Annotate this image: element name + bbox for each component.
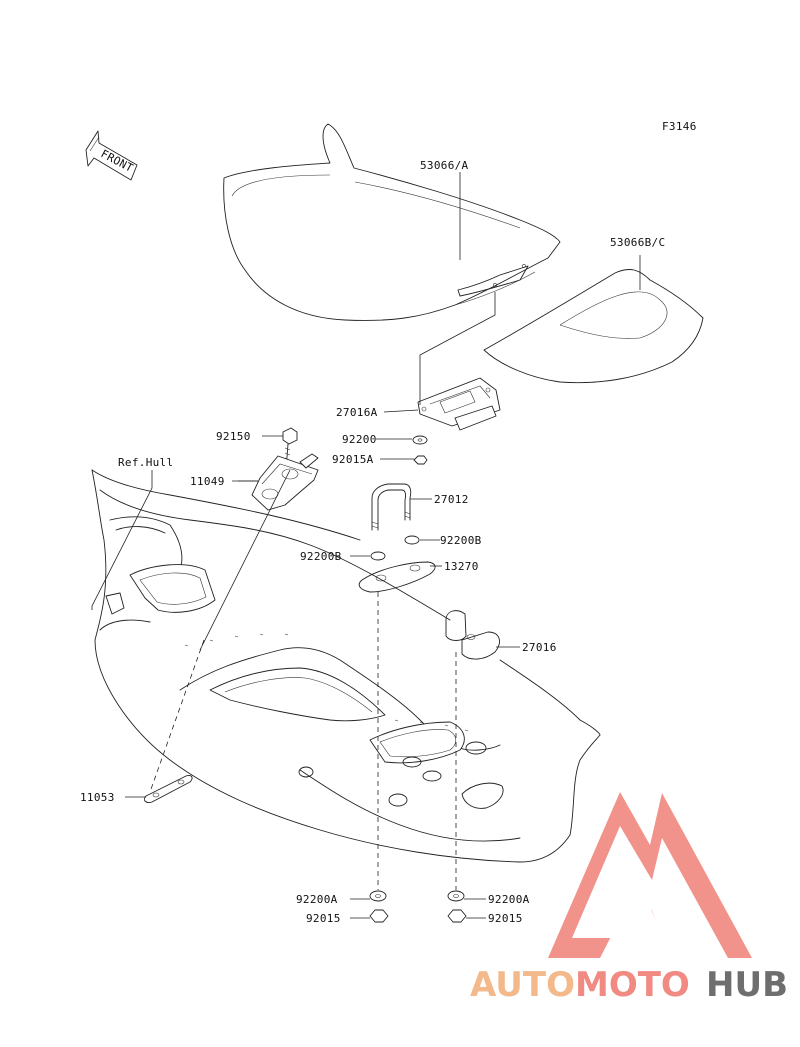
nut-92015-left	[369, 909, 389, 923]
label-13270: 13270	[444, 560, 479, 573]
nut-92015-right	[447, 909, 467, 923]
label-92200: 92200	[342, 433, 377, 446]
label-27016: 27016	[522, 641, 557, 654]
washer-92200a-left	[369, 890, 387, 902]
nut-92015a	[413, 455, 428, 465]
label-92200a-left: 92200A	[296, 893, 338, 906]
watermark-auto: AUTO	[470, 965, 575, 1005]
seat-front	[223, 123, 561, 321]
label-11053: 11053	[80, 791, 115, 804]
watermark-logo	[548, 792, 752, 958]
label-53066bc: 53066B/C	[610, 236, 665, 249]
seat-latch	[417, 377, 501, 431]
watermark-hub: HUB	[706, 965, 788, 1005]
label-92200b-left: 92200B	[300, 550, 342, 563]
label-ref-hull: Ref.Hull	[118, 456, 173, 469]
watermark-text: AUTO MOTO HUB	[470, 965, 788, 1005]
bracket-11049	[251, 453, 319, 511]
washer-92200a-right	[447, 890, 465, 902]
label-11049: 11049	[190, 475, 225, 488]
label-92200a-right: 92200A	[488, 893, 530, 906]
figure-code: F3146	[662, 120, 697, 133]
washer-92200b-left	[370, 551, 386, 561]
label-92200b-right: 92200B	[440, 534, 482, 547]
label-27012: 27012	[434, 493, 469, 506]
label-92150: 92150	[216, 430, 251, 443]
gasket-11053	[143, 775, 193, 803]
u-bolt-27012	[371, 483, 412, 531]
plate-13270	[358, 561, 436, 593]
striker-27016	[445, 610, 500, 660]
label-92015-left: 92015	[306, 912, 341, 925]
seat-rear	[483, 269, 704, 384]
watermark-moto: MOTO	[575, 965, 690, 1005]
washer-92200	[412, 435, 428, 445]
label-53066a: 53066/A	[420, 159, 469, 172]
front-arrow-icon: FRONT	[85, 130, 138, 181]
label-92015-right: 92015	[488, 912, 523, 925]
hull	[91, 469, 601, 863]
label-27016a: 27016A	[336, 406, 378, 419]
washer-92200b-right	[404, 535, 420, 545]
label-92015a: 92015A	[332, 453, 374, 466]
